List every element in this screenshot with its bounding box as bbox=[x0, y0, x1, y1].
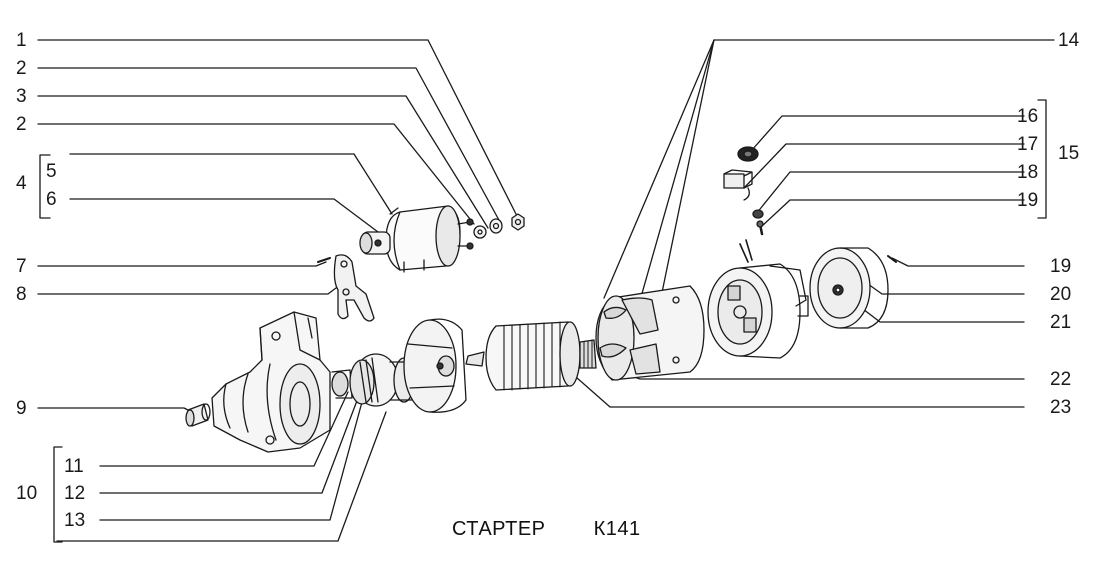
callout-7: 7 bbox=[16, 256, 27, 277]
brush-parts bbox=[723, 146, 764, 236]
solenoid-relay bbox=[359, 205, 474, 273]
callout-20: 20 bbox=[1050, 284, 1072, 305]
callout-19: 19 bbox=[1017, 190, 1039, 211]
drive-housing bbox=[211, 311, 331, 453]
callout-8: 8 bbox=[16, 284, 27, 305]
diagram-caption: СТАРТЕР К141 bbox=[452, 518, 641, 541]
callout-14: 14 bbox=[1058, 30, 1080, 51]
end-cover bbox=[809, 247, 897, 329]
intermediate-cover bbox=[403, 318, 467, 413]
group-brackets bbox=[39, 99, 1047, 543]
callout-21: 21 bbox=[1050, 312, 1072, 333]
callout-12: 12 bbox=[64, 483, 86, 504]
callout-9: 9 bbox=[16, 398, 27, 419]
callout-2: 2 bbox=[16, 58, 27, 79]
callout-11: 11 bbox=[64, 456, 84, 477]
callout-1: 1 bbox=[16, 30, 27, 51]
callout-3: 3 bbox=[16, 86, 27, 107]
callout-13: 13 bbox=[64, 510, 86, 531]
callout-18: 18 bbox=[1017, 162, 1039, 183]
callout-group-4: 4 bbox=[16, 173, 27, 194]
callout-group-10: 10 bbox=[16, 483, 38, 504]
callout-5: 5 bbox=[46, 161, 57, 182]
caption-code: К141 bbox=[593, 518, 641, 540]
bushing bbox=[185, 403, 211, 427]
callout-16: 16 bbox=[1017, 106, 1039, 127]
callout-22: 22 bbox=[1050, 369, 1072, 390]
fork-lever bbox=[317, 254, 375, 322]
callout-17: 17 bbox=[1017, 134, 1039, 155]
nut-washers bbox=[473, 213, 525, 239]
callout-6: 6 bbox=[46, 189, 57, 210]
leader-lines-right bbox=[567, 39, 1055, 408]
leader-lines-left bbox=[37, 39, 519, 542]
armature bbox=[465, 321, 597, 391]
brush-holder bbox=[707, 239, 809, 359]
callout-2b: 2 bbox=[16, 114, 27, 135]
callout-19b: 19 bbox=[1050, 256, 1072, 277]
callout-group-15: 15 bbox=[1058, 143, 1080, 164]
drive-clutch bbox=[331, 353, 415, 407]
stator-housing bbox=[595, 285, 705, 381]
caption-title: СТАРТЕР bbox=[452, 518, 546, 540]
callout-23: 23 bbox=[1050, 397, 1072, 418]
